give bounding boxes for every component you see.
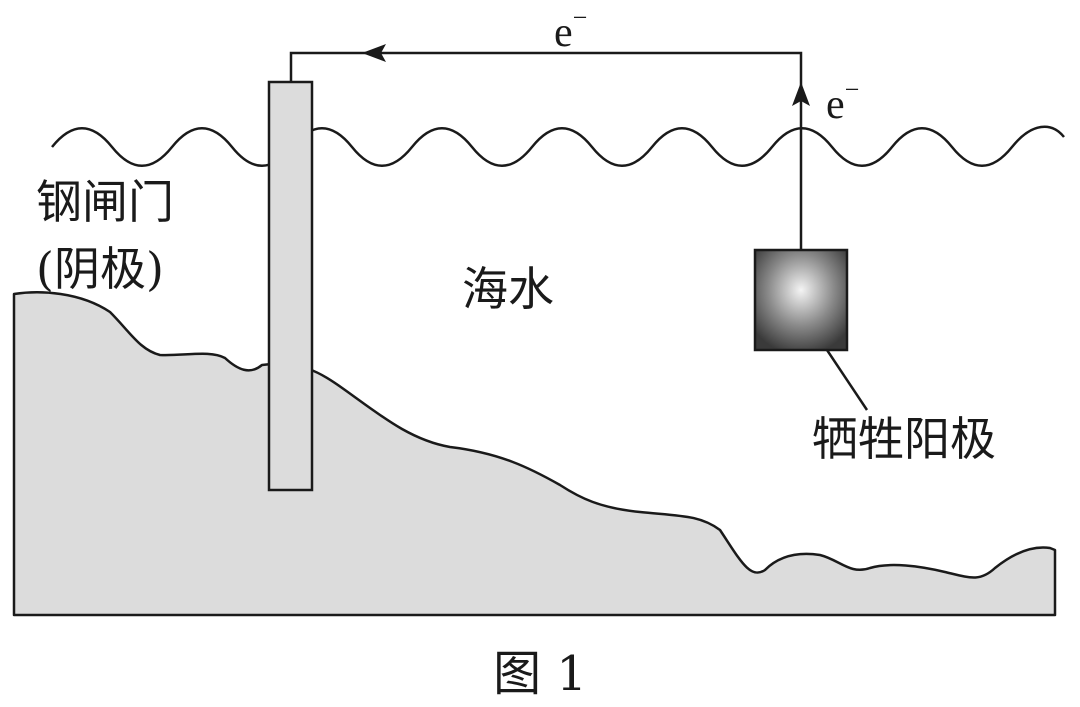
steel-gate-label: 钢闸门 [36, 175, 174, 229]
electron-label-right: e− [826, 75, 859, 128]
electron-label-top: e− [554, 3, 587, 56]
connecting-wire [289, 51, 803, 252]
sacrificial-anode-label: 牺牲阳极 [812, 412, 996, 466]
cathode-label: (阴极) [36, 242, 164, 296]
electron-arrow-vertical [792, 82, 810, 106]
seawater-label: 海水 [462, 262, 554, 316]
figure-caption: 图 1 [493, 646, 587, 702]
electron-arrow-top [362, 44, 386, 62]
water-surface [51, 125, 1065, 167]
steel-gate [267, 80, 314, 492]
anode-leader-line [825, 349, 869, 411]
sacrificial-anode-block [753, 248, 849, 352]
